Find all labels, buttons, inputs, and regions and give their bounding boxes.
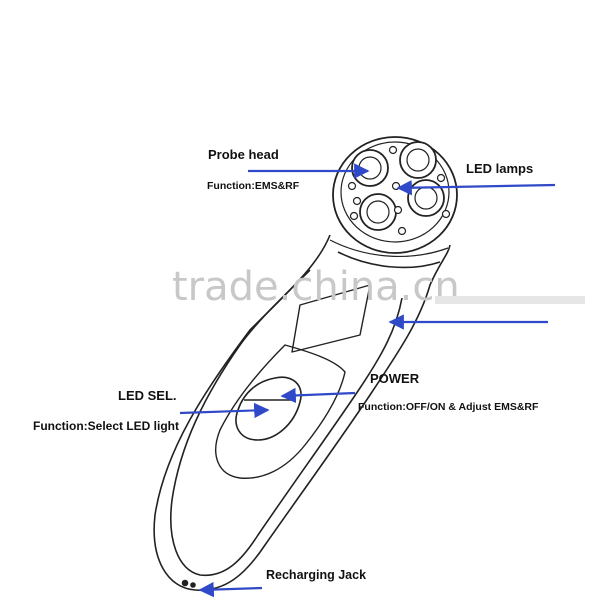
led-lamp-bottom-left [359,193,397,231]
label-probe-head: Probe head [208,147,279,162]
device-neck-edge-2 [329,239,449,258]
device-neck-edge [337,251,441,269]
watermark-smudge [435,296,585,304]
probe-head-inner [340,141,450,243]
label-led-sel: LED SEL. [118,388,177,403]
recharging-jack-port-2 [190,582,196,588]
recharging-jack-port [181,579,189,587]
arrow-led-lamps [396,180,556,196]
label-power: POWER [370,371,420,386]
device-outer-shell [153,234,451,591]
callout-arrows [179,163,556,598]
arrow-power [280,387,356,404]
led-lamp-top-right [399,141,437,179]
label-power-function: Function:OFF/ON & Adjust EMS&RF [358,401,539,413]
display-window [291,284,371,353]
led-lamp-bottom-right [407,179,445,217]
label-led-lamps: LED lamps [466,161,533,176]
arrow-led-sel [179,402,270,419]
callout-labels: Probe head Function:EMS&RF LED lamps LED… [33,147,539,582]
device-body [153,234,451,591]
label-probe-function: Function:EMS&RF [207,180,300,192]
button-pill [235,376,302,441]
label-recharging-jack: Recharging Jack [266,568,366,582]
led-lamp-top-left [351,149,389,187]
arrow-recharging-jack [198,581,263,598]
probe-head [332,136,458,254]
device-inner-shell [170,269,403,577]
watermark-text: trade.china.cn [172,264,460,310]
label-led-sel-function: Function:Select LED light [33,419,179,433]
